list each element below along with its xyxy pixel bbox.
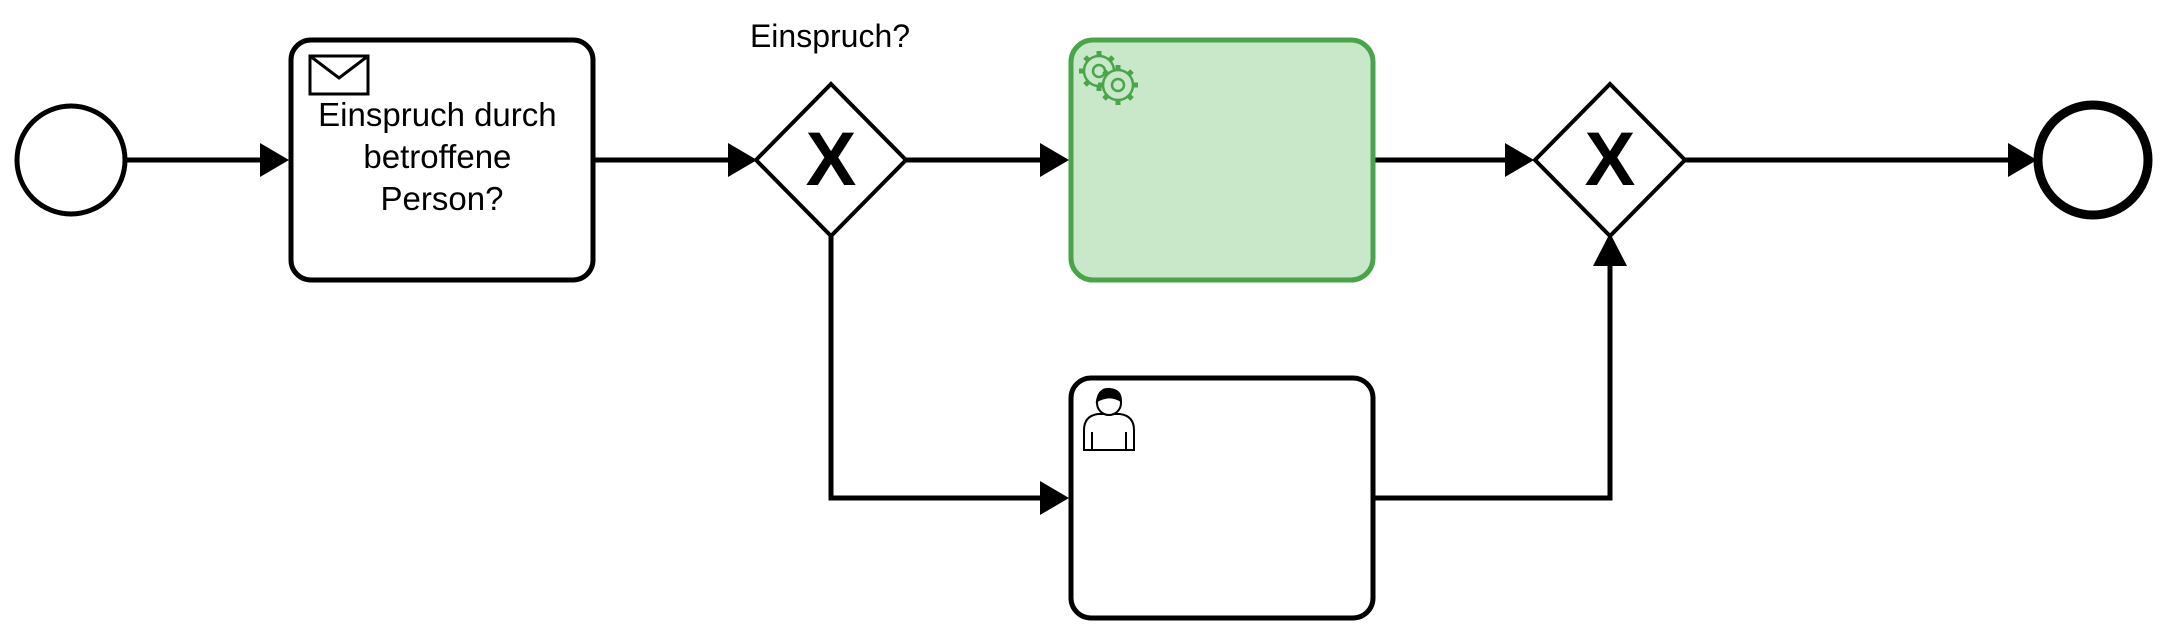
end-event[interactable] [2033, 100, 2153, 220]
service-task[interactable] [1068, 37, 1376, 283]
join-gateway-marker: X [1585, 117, 1636, 202]
arrowhead [728, 143, 757, 177]
split-gateway[interactable]: X [753, 81, 909, 239]
flow-user-to-join[interactable] [1373, 264, 1613, 501]
receive-task[interactable]: Einspruch durch betroffene Person? [288, 37, 596, 283]
arrowhead [2008, 143, 2037, 177]
receive-task-line-3: Person? [381, 180, 504, 217]
flow-split-to-user[interactable] [828, 236, 1042, 501]
arrowhead [1593, 233, 1627, 266]
arrowheads [260, 143, 2037, 515]
sequence-flows [127, 157, 2010, 501]
receive-task-label: Einspruch durch betroffene Person? [318, 96, 566, 217]
user-task[interactable] [1068, 375, 1376, 621]
gears-icon [1079, 51, 1138, 105]
service-task-box[interactable] [1068, 37, 1376, 283]
receive-task-box[interactable] [288, 37, 596, 283]
gateway-question-label: Einspruch? [750, 18, 910, 54]
join-gateway[interactable]: X [1532, 81, 1688, 239]
join-gateway-diamond[interactable] [1532, 81, 1688, 239]
arrowhead [260, 143, 289, 177]
user-task-box[interactable] [1068, 375, 1376, 621]
receive-task-line-1: Einspruch durch [318, 96, 556, 133]
split-gateway-marker: X [806, 117, 857, 202]
envelope-icon [308, 54, 370, 96]
split-gateway-diamond[interactable] [753, 81, 909, 239]
arrowhead [1040, 481, 1069, 515]
start-event[interactable] [14, 103, 128, 217]
arrowhead [1505, 143, 1534, 177]
user-icon [1083, 387, 1135, 451]
arrowhead [1040, 143, 1069, 177]
receive-task-line-2: betroffene [363, 138, 511, 175]
